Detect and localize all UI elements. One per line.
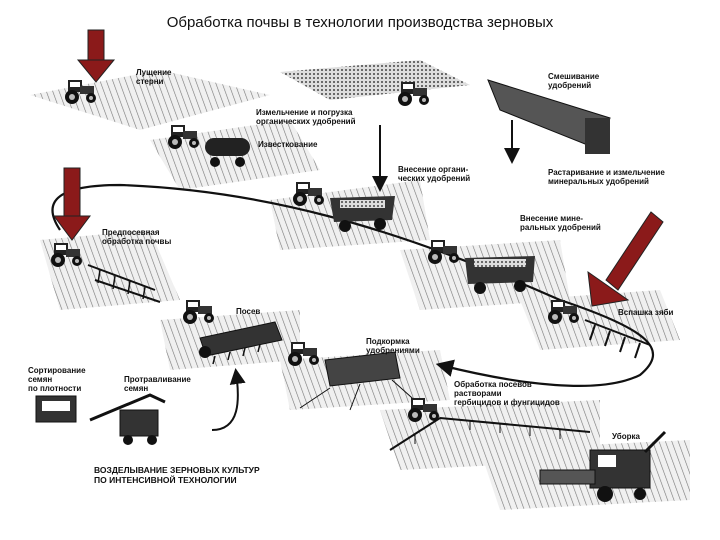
label-stubble-plowing: Лущение стерни xyxy=(136,68,172,86)
dump-truck-icon xyxy=(330,196,395,232)
label-mineral-application: Внесение мине- ральных удобрений xyxy=(520,214,601,232)
harrow-icon xyxy=(87,264,161,303)
figure-caption: ВОЗДЕЛЫВАНИЕ ЗЕРНОВЫХ КУЛЬТУР ПО ИНТЕНСИ… xyxy=(94,465,260,485)
label-grinding-loading-organic: Измельчение и погрузка органических удоб… xyxy=(256,108,356,126)
dump-truck-icon xyxy=(465,256,535,294)
down-arrow-icon xyxy=(587,211,664,307)
label-liming: Известкование xyxy=(258,140,318,149)
seeder-icon xyxy=(199,321,283,365)
label-sowing: Посев xyxy=(236,307,261,316)
tank-trailer-icon xyxy=(205,138,250,167)
label-presowing-tillage: Предпосевная обработка почвы xyxy=(102,228,172,246)
label-top-dressing: Подкормка удобрениями xyxy=(366,337,420,355)
sprayer-icon xyxy=(389,417,591,451)
label-seed-treatment: Протравливание семян xyxy=(124,375,191,393)
down-arrow-icon xyxy=(76,29,116,83)
label-mixing-fertilizers: Смешивание удобрений xyxy=(548,72,600,90)
label-spraying: Обработка посевов растворами гербицидов … xyxy=(454,380,560,407)
flow-arrow-seeds xyxy=(211,368,246,431)
plow-icon xyxy=(584,319,651,359)
diagram-title: Обработка почвы в технологии производств… xyxy=(166,14,554,31)
seed-cleaner-icon xyxy=(35,395,77,423)
label-fall-plowing: Вспашка зяби xyxy=(618,308,674,317)
label-seed-sorting: Сортирование семян по плотности xyxy=(28,366,86,393)
seed-treater-icon xyxy=(89,393,166,445)
down-arrow-icon xyxy=(53,167,91,241)
hopper-icon xyxy=(487,79,611,154)
label-organic-application: Внесение органи- ческих удобрений xyxy=(398,165,471,183)
combine-icon xyxy=(539,430,667,502)
label-harvesting: Уборка xyxy=(612,432,640,441)
label-grinding-mineral: Растаривание и измельчение минеральных у… xyxy=(548,168,665,186)
